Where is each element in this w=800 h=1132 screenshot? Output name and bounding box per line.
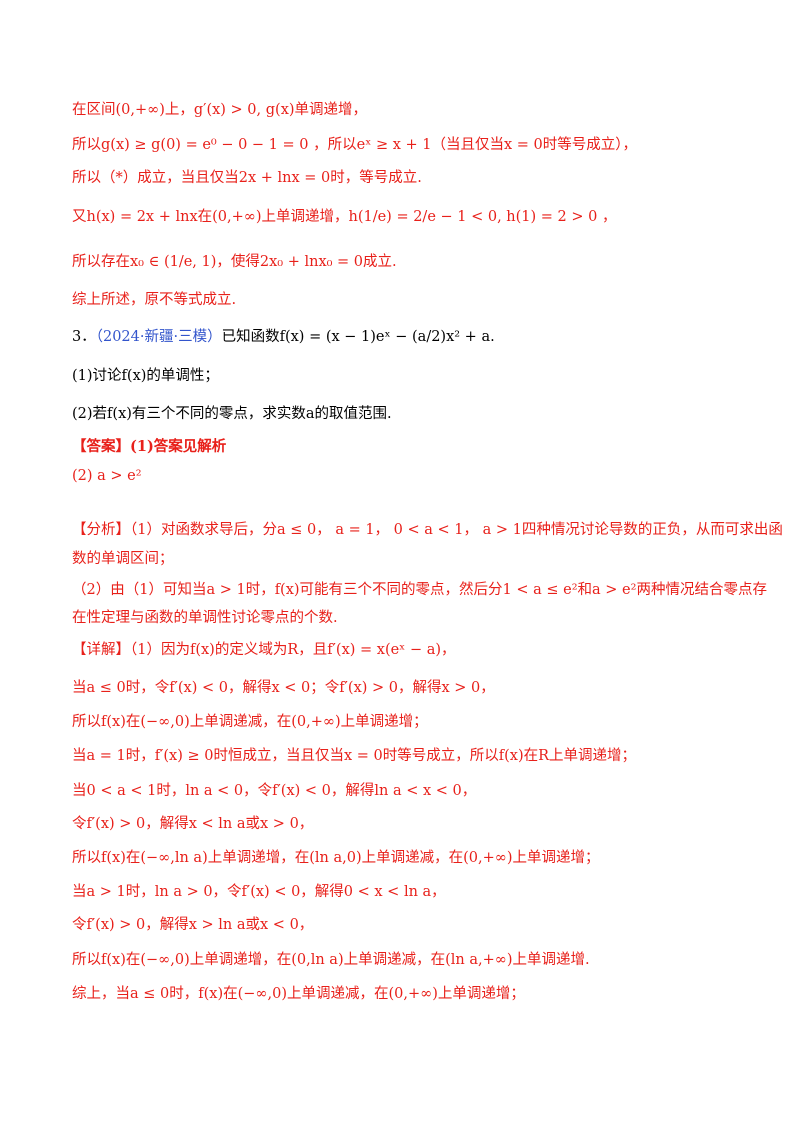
detail-line-2: 当a ≤ 0时，令f′(x) < 0，解得x < 0；令f′(x) > 0，解得… xyxy=(72,680,495,696)
detail-line-10: 所以f(x)在(−∞,0)上单调递增，在(0,ln a)上单调递减，在(ln a… xyxy=(72,952,590,968)
analysis-line-2: 数的单调区间； xyxy=(72,551,174,567)
answer-heading: 【答案】(1)答案见解析 xyxy=(72,438,227,455)
question-part-1: (1)讨论f(x)的单调性； xyxy=(72,368,219,384)
detail-line-5: 当0 < a < 1时，ln a < 0，令f′(x) < 0，解得ln a <… xyxy=(72,783,477,799)
detail-line-11: 综上，当a ≤ 0时，f(x)在(−∞,0)上单调递减，在(0,+∞)上单调递增… xyxy=(72,986,525,1002)
answer-part-2: (2) a > e² xyxy=(72,468,142,484)
question-number: 3． xyxy=(72,329,96,345)
proof-line-3: 所以（*）成立，当且仅当2x + lnx = 0时，等号成立. xyxy=(72,170,422,186)
question-source: （2024·新疆·三模） xyxy=(95,329,222,345)
detail-line-6: 令f′(x) > 0，解得x < ln a或x > 0， xyxy=(72,816,314,832)
detail-line-4: 当a = 1时，f′(x) ≥ 0时恒成立，当且仅当x = 0时等号成立，所以f… xyxy=(72,748,637,764)
proof-line-1: 在区间(0,+∞)上，g′(x) > 0, g(x)单调递增， xyxy=(72,102,368,118)
proof-conclusion: 综上所述，原不等式成立. xyxy=(72,292,237,308)
detail-line-3: 所以f(x)在(−∞,0)上单调递减，在(0,+∞)上单调递增； xyxy=(72,714,428,730)
question-text: 已知函数f(x) = (x − 1)eˣ − (a/2)x² + a. xyxy=(221,329,495,345)
analysis-line-4: 在性定理与函数的单调性讨论零点的个数. xyxy=(72,610,338,626)
question-part-2: (2)若f(x)有三个不同的零点，求实数a的取值范围. xyxy=(72,406,392,422)
detail-line-1: 【详解】（1）因为f(x)的定义域为R，且f′(x) = x(eˣ − a)， xyxy=(72,642,456,658)
proof-line-5: 所以存在x₀ ∈ (1/e, 1)，使得2x₀ + lnx₀ = 0成立. xyxy=(72,254,397,270)
analysis-line-1: 【分析】（1）对函数求导后，分a ≤ 0， a = 1， 0 < a < 1， … xyxy=(72,522,783,538)
analysis-line-3: （2）由（1）可知当a > 1时，f(x)可能有三个不同的零点，然后分1 < a… xyxy=(72,582,767,598)
detail-line-8: 当a > 1时，ln a > 0，令f′(x) < 0，解得0 < x < ln… xyxy=(72,884,446,900)
question-3-stem: 3．（2024·新疆·三模）已知函数f(x) = (x − 1)eˣ − (a/… xyxy=(72,327,495,347)
proof-line-4: 又h(x) = 2x + lnx在(0,+∞)上单调递增，h(1/e) = 2/… xyxy=(72,209,617,225)
detail-line-7: 所以f(x)在(−∞,ln a)上单调递增，在(ln a,0)上单调递减，在(0… xyxy=(72,850,600,866)
detail-line-9: 令f′(x) > 0，解得x > ln a或x < 0， xyxy=(72,917,314,933)
proof-line-2: 所以g(x) ≥ g(0) = e⁰ − 0 − 1 = 0 ，所以eˣ ≥ x… xyxy=(72,137,637,153)
